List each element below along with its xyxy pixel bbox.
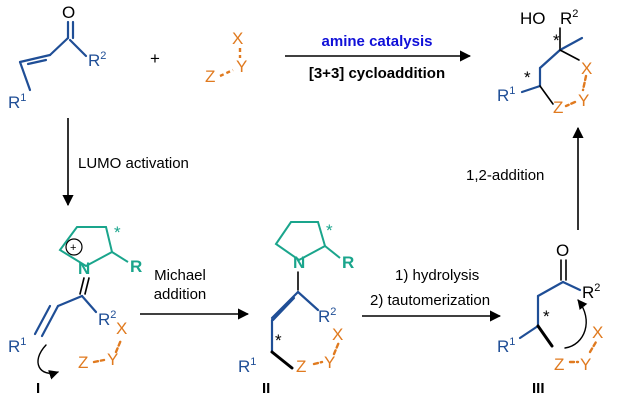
iminium-star: *	[114, 223, 121, 242]
iminium-z: Z	[78, 353, 88, 372]
enamine-r2: R2	[318, 306, 336, 326]
label-III: III	[532, 380, 545, 397]
enamine-stereo-star: *	[275, 331, 282, 350]
iminium-r2: R2	[98, 309, 116, 329]
iminium-x: X	[116, 319, 127, 338]
enone-r2: R2	[88, 50, 106, 70]
reagent-z: Z	[205, 67, 215, 86]
enamine-r: R	[342, 253, 354, 272]
reaction-label: [3+3] cycloaddition	[309, 65, 445, 82]
iminium-r: R	[130, 257, 142, 276]
tautomerization-label: 2) tautomerization	[370, 292, 490, 309]
catalyst-label: amine catalysis	[322, 33, 433, 50]
enamine-n: N	[293, 253, 305, 272]
reagent-x: X	[232, 29, 243, 48]
michael-label-1: Michael	[154, 267, 206, 284]
product-y: Y	[578, 91, 589, 110]
ketone-y: Y	[580, 355, 591, 374]
iminium-y: Y	[107, 350, 118, 369]
plus-sign: +	[150, 49, 160, 68]
product-star-2: *	[524, 68, 531, 87]
reagent-y: Y	[236, 57, 247, 76]
iminium-r1: R1	[8, 336, 26, 356]
product-structure: HO R2 * * X Y Z R1	[497, 8, 592, 117]
enamine-star: *	[326, 221, 333, 240]
iminium-charge: +	[70, 242, 76, 254]
ketone-oxygen: O	[556, 241, 569, 260]
enamine-r1: R1	[238, 356, 256, 376]
enone-r1: R1	[8, 92, 26, 112]
ketone-z: Z	[554, 355, 564, 374]
enone-structure: O R2 R1	[8, 3, 106, 112]
product-r1: R1	[497, 85, 515, 105]
xyz-reagent: X Y Z	[205, 29, 247, 86]
product-r2: R2	[560, 8, 578, 28]
enone-oxygen: O	[62, 3, 75, 22]
product-x: X	[581, 59, 592, 78]
ketone-r2: R2	[582, 282, 600, 302]
label-I: I	[36, 380, 40, 397]
ketone-intermediate: O R2 * R1 Z Y X III	[497, 241, 603, 397]
enamine-intermediate: N * R R2 * R1 Z Y X II	[238, 221, 354, 397]
product-star-1: *	[553, 31, 560, 50]
iminium-intermediate: + N * R R2 R1 Z Y X I	[8, 223, 142, 397]
enamine-y: Y	[324, 353, 335, 372]
lumo-label: LUMO activation	[78, 155, 189, 172]
enamine-z: Z	[296, 357, 306, 376]
product-z: Z	[553, 98, 563, 117]
ketone-x: X	[592, 323, 603, 342]
product-ho: HO	[520, 9, 546, 28]
michael-label-2: addition	[154, 286, 207, 303]
hydrolysis-label: 1) hydrolysis	[395, 267, 479, 284]
label-II: II	[262, 380, 270, 397]
iminium-n: N	[78, 259, 90, 278]
ketone-r1: R1	[497, 336, 515, 356]
enamine-x: X	[332, 325, 343, 344]
addition-label: 1,2-addition	[466, 167, 544, 184]
ketone-star: *	[543, 307, 550, 326]
